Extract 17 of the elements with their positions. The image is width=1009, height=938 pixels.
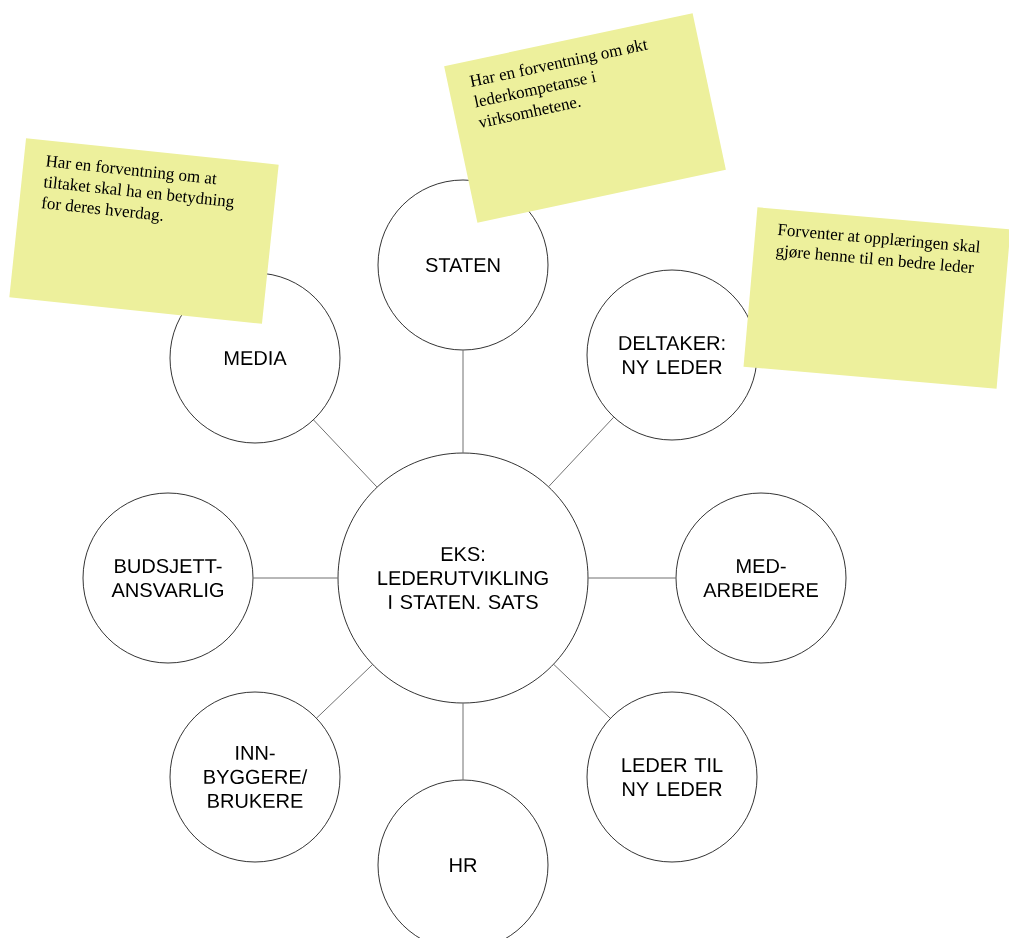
circle-node: MED-ARBEIDERE xyxy=(675,492,847,664)
connector-line xyxy=(253,577,338,579)
circle-node: BUDSJETT-ANSVARLIG xyxy=(82,492,254,664)
connector-line xyxy=(313,419,378,488)
circle-node: LEDER TIL NY LEDER xyxy=(586,691,758,863)
circle-node: EKS: LEDERUTVIKLING I STATEN. SATS xyxy=(337,452,589,704)
connector-line xyxy=(588,577,676,579)
circle-node: INN-BYGGERE/ BRUKERE xyxy=(169,691,341,863)
circle-node: DELTAKER: NY LEDER xyxy=(586,269,758,441)
connector-line xyxy=(548,416,614,487)
connector-line xyxy=(462,350,464,453)
sticky-note: Forventer at opplæringen skal gjøre henne til en bedre leder xyxy=(743,207,1009,389)
connector-line xyxy=(462,703,464,780)
circle-node: STATEN xyxy=(377,179,549,351)
connector-line xyxy=(553,664,611,719)
sticky-note: Har en forventning om at tiltaket skal ha en betydning for deres hverdag. xyxy=(9,138,279,324)
connector-line xyxy=(316,664,373,719)
